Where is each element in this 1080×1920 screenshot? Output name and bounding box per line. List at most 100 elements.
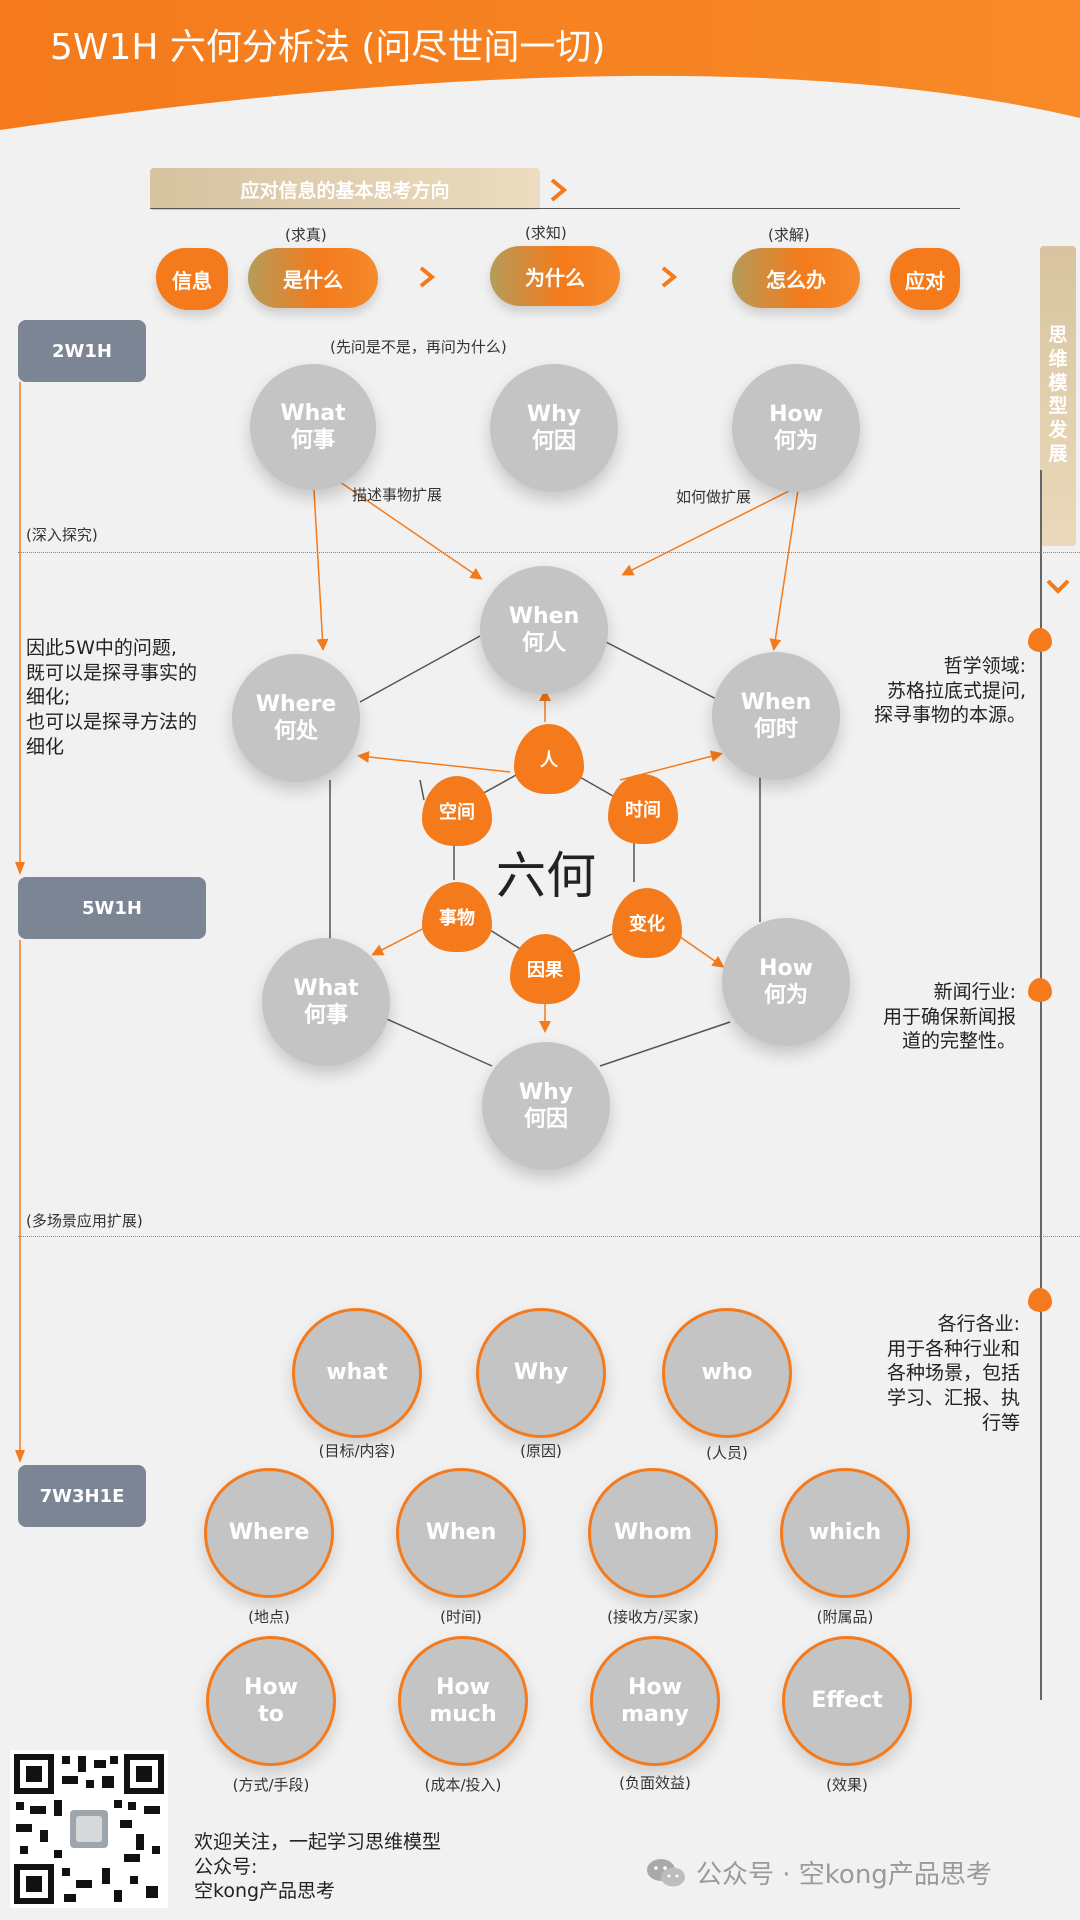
side-tab-char: 思 [1048,324,1068,346]
circle-effect-7w: Effect [782,1636,912,1766]
note-line: 新闻行业: [933,981,1016,1003]
timeline-marker [1028,628,1052,652]
circle-zh: 何处 [273,719,318,744]
circle-how-many-7w: How many [590,1636,720,1766]
note-line: 道的完整性。 [901,1030,1016,1053]
level-2w1h: 2W1H [18,320,146,382]
hex-node-when: When 何时 [712,652,840,780]
note-line: 也可以是探寻方法的 [26,711,198,734]
circle-why-7w: Why [476,1308,606,1438]
note-line: 各行各业: [937,1313,1020,1335]
tag-time: 时间 [608,774,678,844]
circle-en: How [759,955,813,981]
circle-whom-7w: Whom [588,1468,718,1598]
circle-en: Why [518,1079,574,1105]
side-tab-char: 型 [1048,395,1068,418]
circle-label-line: How [628,1674,682,1700]
note-line: 各种场景，包括 [886,1362,1020,1385]
note-line: 因此5W中的问题, [26,637,177,659]
footer-line: 公众号: [194,1855,258,1878]
caption: (接收方/买家) [607,1608,699,1626]
note-line: 行等 [981,1411,1020,1434]
note-line: 哲学领域: [943,655,1026,677]
circle-zh: 何事 [290,428,335,453]
circle-en: Why [526,401,582,427]
circle-how-much-7w: How much [398,1636,528,1766]
caption: (负面效益) [619,1774,691,1792]
divider [18,552,1080,553]
caption: (附属品) [816,1608,874,1626]
circle-en: When [740,689,812,715]
qr-code-icon [10,1750,168,1908]
circle-label-line: How [436,1674,490,1700]
timeline-line [1040,470,1042,1700]
circle-label: Where [228,1520,310,1546]
note-line: 用于各种行业和 [886,1337,1020,1360]
circle-zh: 何为 [763,983,808,1008]
circle-en: What [293,975,359,1001]
hex-node-what: What 何事 [262,938,390,1066]
circle-zh: 何事 [303,1003,348,1028]
circle-label: what [326,1360,388,1386]
circle-zh: 何人 [521,631,566,656]
ext-right-label: 如何做扩展 [676,488,752,506]
level-7w3h1e: 7W3H1E [18,1465,146,1527]
left-note: 因此5W中的问题, 既可以是探寻事实的 细化; 也可以是探寻方法的 细化 [26,636,226,759]
side-tab-char: 模 [1048,371,1068,394]
tag-person: 人 [514,724,584,794]
section-label-multi: (多场景应用扩展) [26,1212,143,1230]
level-5w1h: 5W1H [18,877,206,939]
flow-end: 应对 [890,248,960,310]
caption: (成本/投入) [424,1776,502,1794]
caption: (时间) [440,1608,482,1626]
circle-what-7w: what [292,1308,422,1438]
divider [18,1236,1080,1237]
note-line: 用于确保新闻报 [882,1005,1016,1028]
caption: (效果) [826,1776,868,1794]
flow-step-1: 是什么 [248,248,378,308]
timeline-marker [1028,978,1052,1002]
circle-en: How [769,401,823,427]
left-flow-arrows [15,382,25,1463]
side-tab: 思 维 模 型 发 展 [1040,246,1076,546]
note-line: 苏格拉底式提问, [886,679,1026,702]
circle-who-7w: who [662,1308,792,1438]
flow-start: 信息 [156,248,228,310]
watermark: 公众号 · 空kong产品思考 [646,1854,992,1891]
circle-when-7w: When [396,1468,526,1598]
flow-note-2: (求知) [525,224,567,242]
hexagon-center: 六何 [496,847,596,905]
chevron-right-icon [550,178,568,202]
circle-zh: 何时 [753,717,798,742]
tag-cause: 因果 [510,934,580,1004]
hex-node-how: How 何为 [722,918,850,1046]
side-tab-char: 发 [1048,419,1068,441]
watermark-text: 公众号 · 空kong产品思考 [696,1860,992,1890]
circle-en: When [508,603,580,629]
chevron-right-icon [661,266,678,288]
circle-en: What [280,400,346,426]
circle-label-line: many [621,1702,689,1727]
chevron-down-icon [1046,579,1070,594]
tag-change: 变化 [612,888,682,958]
circle-label: who [701,1360,753,1386]
wechat-icon [647,1858,685,1886]
section-label-deep: (深入探究) [26,526,98,544]
circle-label: Effect [811,1688,883,1714]
circle-label-line: to [258,1702,284,1727]
note-line: 学习、汇报、执 [886,1387,1020,1410]
caption: (原因) [520,1442,562,1460]
circle-which-7w: which [780,1468,910,1598]
circle-label: When [425,1520,497,1546]
ext-left-label: 描述事物扩展 [352,486,443,504]
circle-zh: 何因 [523,1107,568,1132]
hex-node-why: Why 何因 [482,1042,610,1170]
right-note-industry: 各行各业: 用于各种行业和 各种场景，包括 学习、汇报、执 行等 [856,1312,1020,1435]
caption: (地点) [248,1608,290,1626]
hex-node-who: When 何人 [480,566,608,694]
circle-label-line: much [429,1702,497,1727]
note-line: 细化; [26,686,71,709]
footer-text: 欢迎关注，一起学习思维模型 公众号: 空kong产品思考 [194,1830,441,1904]
timeline-marker [1028,1288,1052,1312]
circle-label: Why [513,1360,569,1386]
